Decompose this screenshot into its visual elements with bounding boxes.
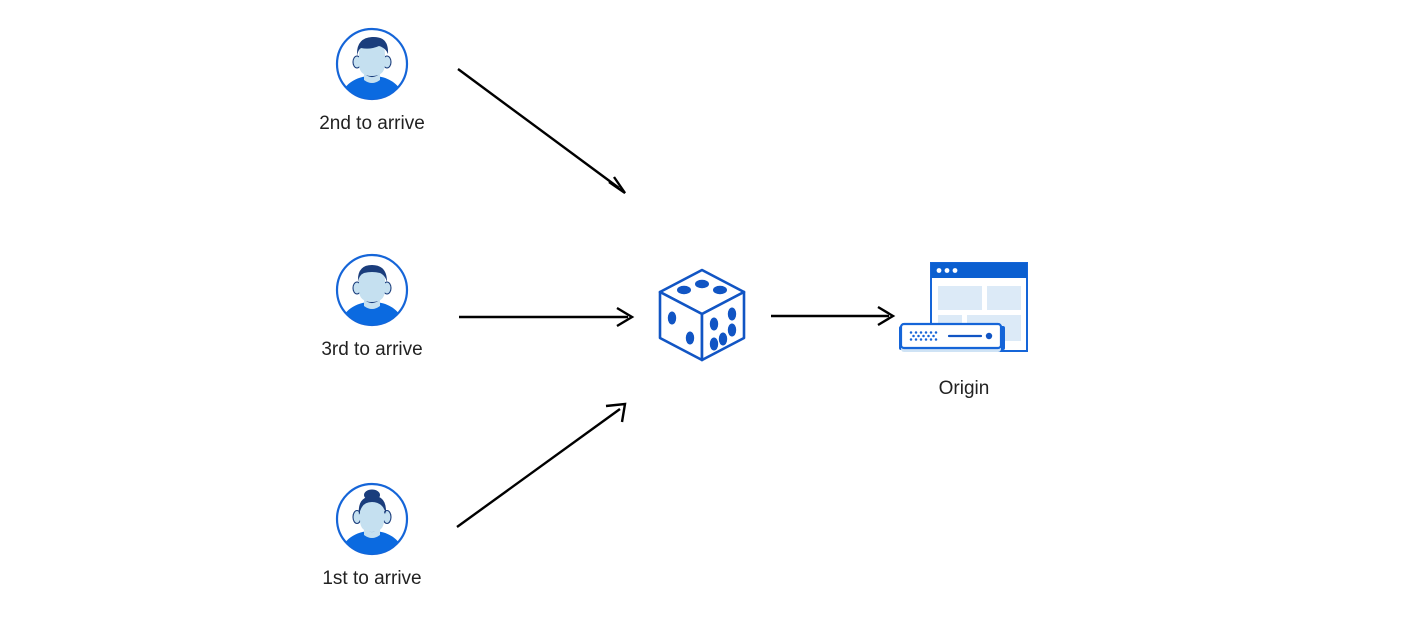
label-client-top: 2nd to arrive <box>319 113 425 134</box>
label-client-bottom: 1st to arrive <box>322 568 422 589</box>
arrow-bottom-to-dice <box>456 402 627 528</box>
arrow-middle-to-dice <box>459 306 635 328</box>
dice-icon <box>656 266 748 366</box>
avatar-client-middle <box>334 252 410 328</box>
label-origin: Origin <box>938 378 990 399</box>
avatar-client-top <box>334 26 410 102</box>
arrow-dice-to-origin <box>771 305 896 327</box>
server-device <box>899 322 1005 352</box>
origin-server-icon <box>893 258 1033 358</box>
label-client-middle: 3rd to arrive <box>321 339 423 360</box>
avatar-client-bottom <box>334 481 410 557</box>
arrow-top-to-dice <box>457 68 626 194</box>
